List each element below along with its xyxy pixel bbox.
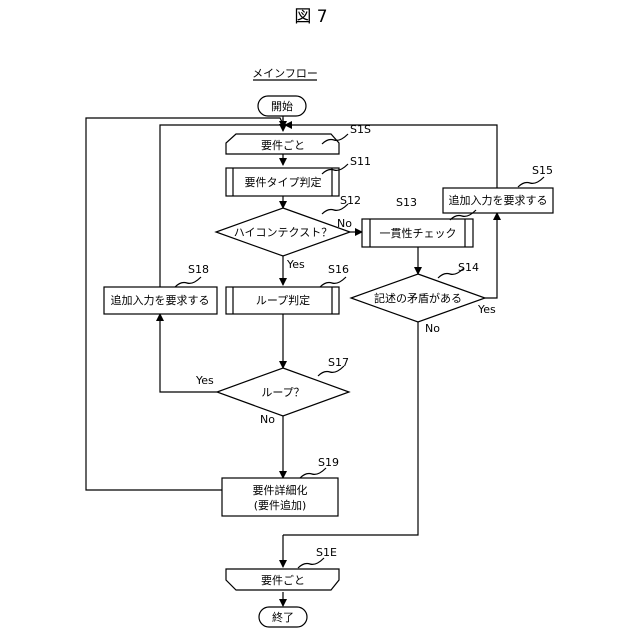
svg-text:終了: 終了	[272, 610, 294, 624]
label-s11: S11	[350, 155, 371, 168]
label-s13: S13	[396, 196, 417, 209]
start-node: 開始	[258, 96, 306, 116]
svg-text:ハイコンテクスト？: ハイコンテクスト？	[234, 226, 332, 239]
svg-text:要件ごと: 要件ごと	[261, 138, 305, 152]
end-node: 終了	[259, 607, 307, 627]
label-s14: S14	[458, 261, 479, 274]
decision-s12: ハイコンテクスト？	[216, 208, 350, 256]
label-s17: S17	[328, 356, 349, 369]
svg-text:要件ごと: 要件ごと	[261, 573, 305, 587]
process-s18: 追加入力を要求する	[104, 287, 217, 314]
label-s15: S15	[532, 164, 553, 177]
svg-text:(要件追加): (要件追加)	[254, 498, 307, 512]
process-s13: 一貫性チェック	[362, 219, 473, 247]
svg-text:追加入力を要求する: 追加入力を要求する	[111, 293, 210, 307]
branch-s17-yes: Yes	[195, 374, 214, 387]
label-s1e: S1E	[316, 546, 337, 559]
svg-text:ループ？: ループ？	[261, 386, 304, 399]
loop-end-s1e: 要件ごと	[226, 569, 339, 590]
process-s16: ループ判定	[226, 287, 339, 314]
svg-text:要件タイプ判定: 要件タイプ判定	[245, 175, 322, 189]
svg-text:ループ判定: ループ判定	[256, 293, 310, 307]
svg-text:要件詳細化: 要件詳細化	[253, 483, 308, 497]
process-s11: 要件タイプ判定	[226, 168, 339, 196]
label-s1s: S1S	[350, 123, 371, 136]
branch-s14-no: No	[425, 322, 440, 335]
label-s12: S12	[340, 194, 361, 207]
label-s16: S16	[328, 263, 349, 276]
svg-text:一貫性チェック: 一貫性チェック	[380, 226, 457, 240]
process-s19: 要件詳細化 (要件追加)	[222, 478, 338, 516]
label-s19: S19	[318, 456, 339, 469]
branch-s14-yes: Yes	[477, 303, 496, 316]
branch-s17-no: No	[260, 413, 275, 426]
branch-s12-no: No	[337, 217, 352, 230]
arrow-s14-s15	[485, 213, 497, 298]
label-s18: S18	[188, 263, 209, 276]
decision-s17: ループ？	[217, 368, 349, 416]
svg-text:開始: 開始	[271, 99, 293, 113]
branch-s12-yes: Yes	[286, 258, 305, 271]
flow-title: メインフロー	[252, 67, 318, 80]
svg-text:追加入力を要求する: 追加入力を要求する	[449, 193, 548, 207]
process-s15: 追加入力を要求する	[443, 188, 553, 213]
figure-title: 図 7	[294, 7, 327, 27]
decision-s14: 記述の矛盾がある	[351, 274, 485, 322]
svg-text:記述の矛盾がある: 記述の矛盾がある	[374, 291, 462, 305]
